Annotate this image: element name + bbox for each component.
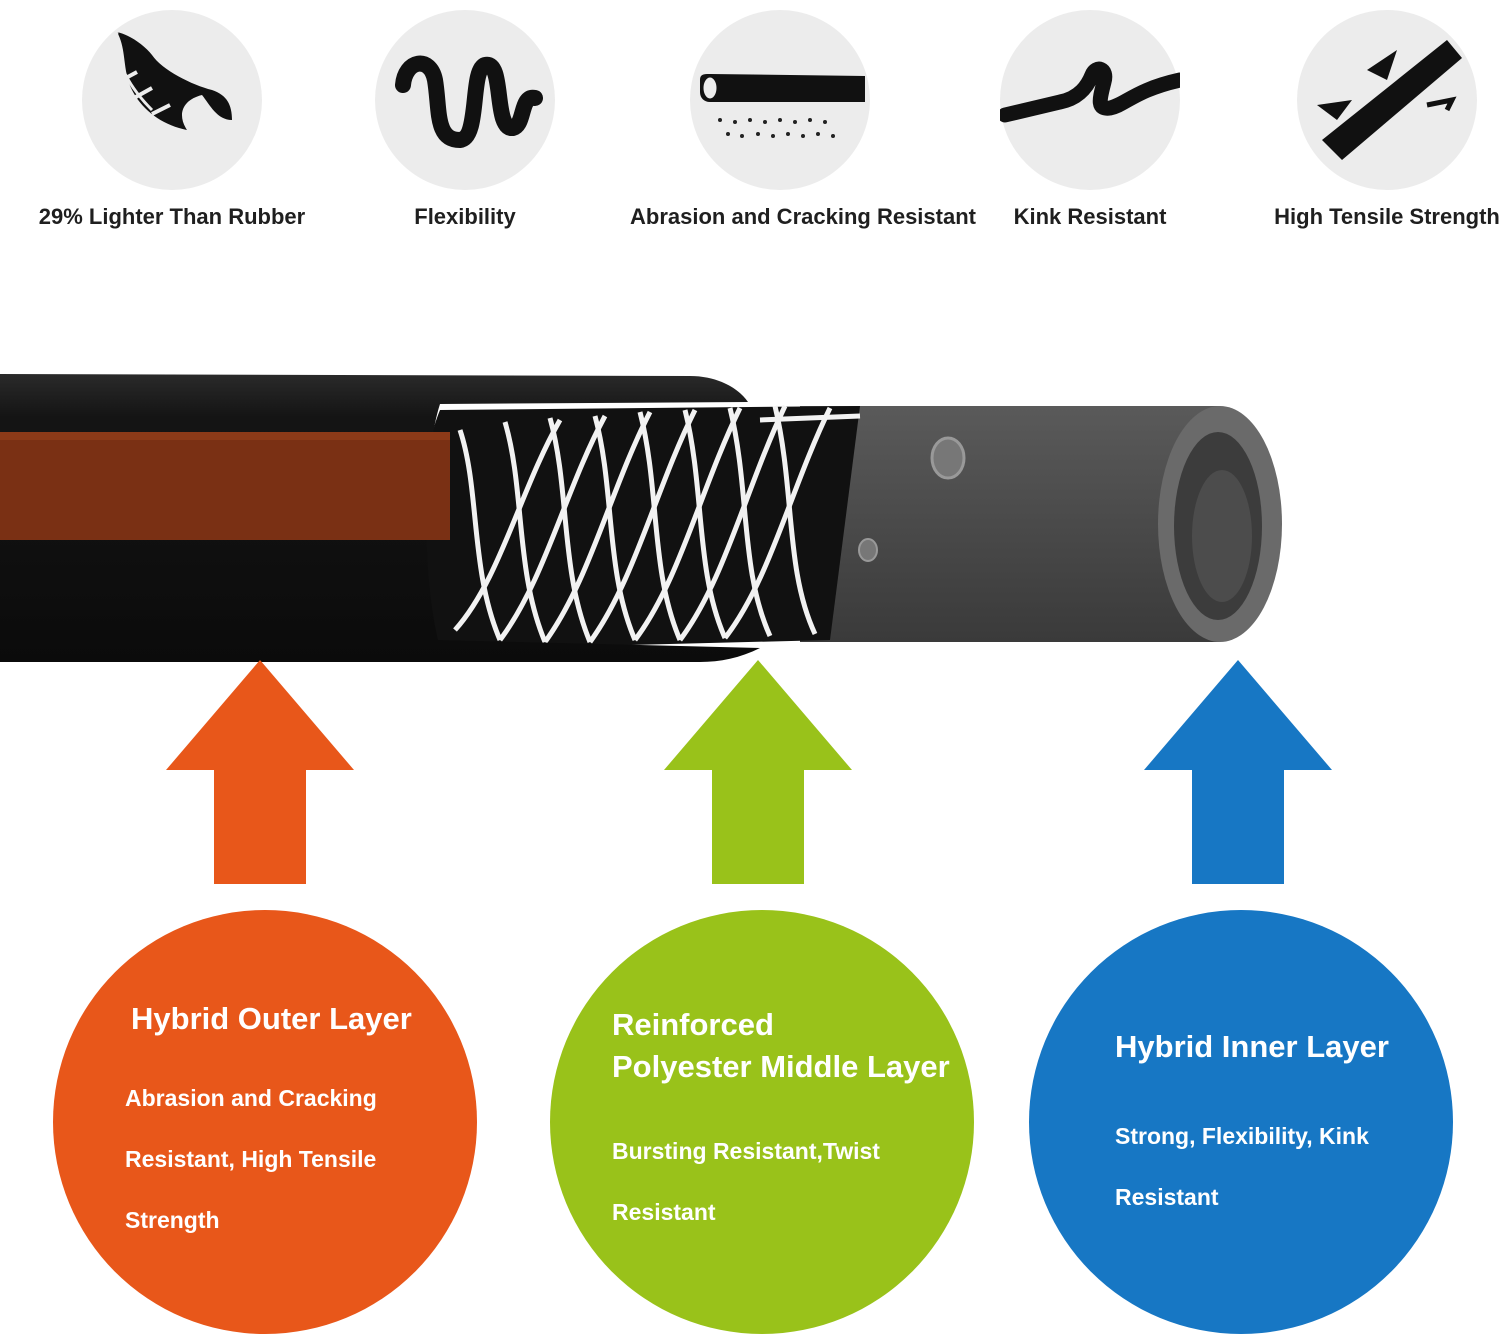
inner-layer-desc-line-1: Strong, Flexibility, Kink xyxy=(1115,1123,1369,1149)
middle-layer-circle: Reinforced Polyester Middle Layer Bursti… xyxy=(550,910,974,1334)
middle-layer-title-line-2: Polyester Middle Layer xyxy=(612,1049,950,1084)
feature-lighter-label: 29% Lighter Than Rubber xyxy=(38,204,306,229)
outer-layer-circle: Hybrid Outer Layer Abrasion and Cracking… xyxy=(53,910,477,1334)
hose-abrasion-icon xyxy=(700,74,865,138)
middle-layer-arrow xyxy=(664,660,852,884)
feature-kink-label: Kink Resistant xyxy=(1013,204,1167,229)
water-droplet xyxy=(858,538,878,562)
feature-abrasion-label: Abrasion and Cracking Resistant xyxy=(630,204,976,229)
feature-kink-circle xyxy=(1000,10,1180,190)
squiggle-hose-icon xyxy=(395,55,543,149)
middle-layer-title-line-1: Reinforced xyxy=(612,1007,774,1042)
feature-tensile-label: High Tensile Strength xyxy=(1274,204,1500,229)
inner-tube xyxy=(800,406,1220,642)
feature-tensile-circle xyxy=(1297,10,1477,190)
tensile-bar-icon xyxy=(1317,40,1462,160)
feature-flexibility-label: Flexibility xyxy=(414,204,516,229)
feature-kink: Kink Resistant xyxy=(940,10,1240,230)
outer-layer-title: Hybrid Outer Layer xyxy=(131,1001,412,1036)
feature-lighter: 29% Lighter Than Rubber xyxy=(22,10,322,230)
mesh-layer xyxy=(419,406,860,650)
feature-lighter-circle xyxy=(82,10,262,190)
feature-flexibility: Flexibility xyxy=(315,10,615,230)
kinked-hose-icon xyxy=(1000,61,1180,123)
inner-layer-title: Hybrid Inner Layer xyxy=(1115,1029,1389,1064)
feature-abrasion-circle xyxy=(690,10,870,190)
orange-stripe xyxy=(0,432,450,540)
feature-flexibility-circle xyxy=(375,10,555,190)
inner-layer-desc-line-2: Resistant xyxy=(1115,1184,1219,1210)
inner-layer-arrow xyxy=(1144,660,1332,884)
middle-layer-desc-line-2: Resistant xyxy=(612,1199,716,1225)
middle-layer-desc-line-1: Bursting Resistant,Twist xyxy=(612,1138,880,1164)
feather-icon xyxy=(114,31,232,130)
feature-tensile: High Tensile Strength xyxy=(1237,10,1500,230)
outer-layer-desc-line-1: Abrasion and Cracking xyxy=(125,1085,377,1111)
water-droplet xyxy=(930,436,966,480)
feature-abrasion: Abrasion and Cracking Resistant xyxy=(630,10,976,230)
outer-layer-desc-line-3: Strength xyxy=(125,1207,220,1233)
inner-layer-circle: Hybrid Inner Layer Strong, Flexibility, … xyxy=(1029,910,1453,1334)
polyester-mesh xyxy=(453,404,861,644)
outer-layer-arrow xyxy=(166,660,354,884)
outer-layer-desc-line-2: Resistant, High Tensile xyxy=(125,1146,377,1172)
hose-cutaway-illustration xyxy=(0,374,1282,662)
